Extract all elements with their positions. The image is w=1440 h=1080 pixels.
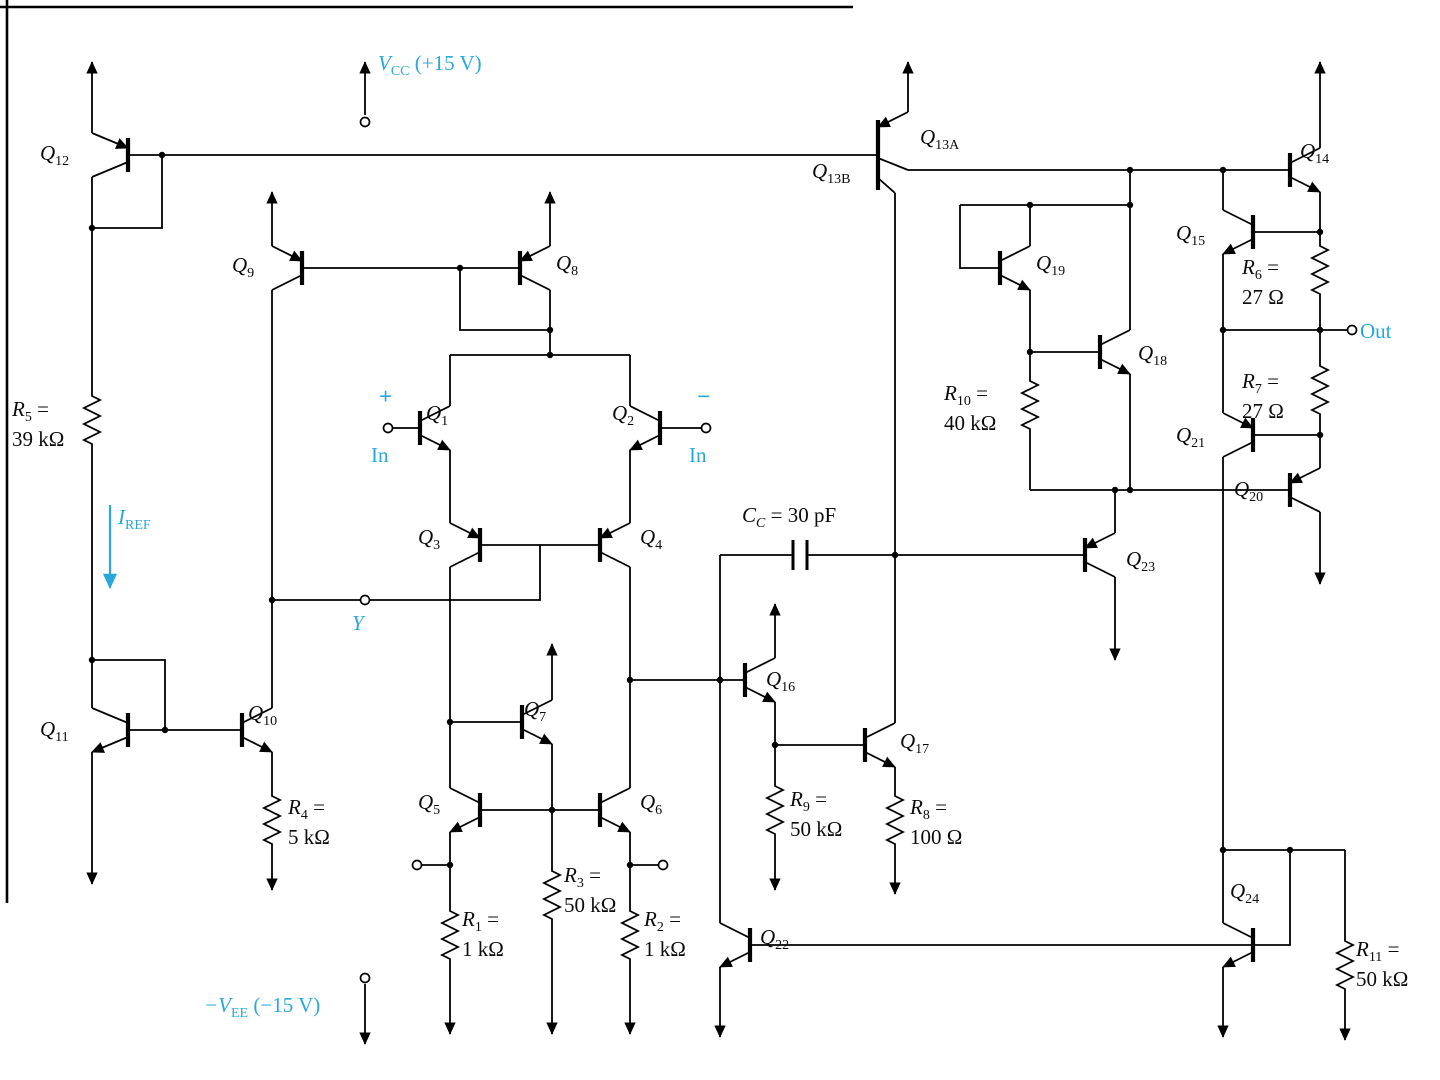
resistor-r3-symbol: [543, 864, 561, 926]
label-transistor-q24: Q24: [1230, 879, 1260, 907]
label-transistor-q10: Q10: [248, 701, 278, 729]
label-in-plus-sign: +: [379, 384, 393, 409]
transistor-q21: [1222, 412, 1256, 458]
label-transistor-q16: Q16: [766, 667, 796, 695]
resistor-r8-symbol: [886, 789, 904, 851]
y-terminal: [359, 594, 371, 606]
label-out: Out: [1360, 319, 1392, 343]
label-transistor-q12: Q12: [40, 141, 70, 169]
label-transistor-q15: Q15: [1176, 221, 1206, 249]
resistor-r10-symbol: [1021, 374, 1039, 436]
vee-terminal: [359, 972, 371, 1045]
resistor-r9-symbol: [766, 779, 784, 841]
label-transistor-q6: Q6: [640, 790, 663, 818]
out-terminal: [1346, 324, 1358, 336]
transistor-q2: [629, 405, 702, 451]
label-transistor-q9: Q9: [232, 253, 255, 281]
label-resistor-r11: R11 =50 kΩ: [1356, 937, 1409, 991]
label-resistor-r2: R2 =1 kΩ: [644, 907, 686, 961]
label-resistor-r8: R8 =100 Ω: [910, 795, 963, 849]
label-in-minus-sign: −: [697, 384, 711, 409]
label-resistor-r6: R6 =27 Ω: [1242, 255, 1284, 309]
resistor-r7-symbol: [1311, 359, 1329, 421]
transistor-q9: [266, 191, 305, 291]
label-y-node: Y: [352, 611, 364, 635]
figure-edge-lines: [0, 0, 853, 903]
transistor-q22: [719, 922, 753, 968]
label-transistor-q18: Q18: [1138, 341, 1168, 369]
transistor-q11: [91, 707, 131, 753]
transistor-q13ab: [875, 61, 914, 194]
label-resistor-r1: R1 =1 kΩ: [462, 907, 504, 961]
transistor-q20: [1287, 467, 1321, 513]
label-in-plus-word: In: [371, 443, 389, 467]
label-resistor-r7: R7 =27 Ω: [1242, 369, 1284, 423]
label-resistor-r5: R5 =39 kΩ: [12, 397, 65, 451]
label-transistor-q8: Q8: [556, 251, 579, 279]
label-transistor-q20: Q20: [1234, 477, 1264, 505]
offset-null-terminal-right: [657, 859, 669, 871]
label-transistor-q11: Q11: [40, 717, 69, 745]
resistor-r4-symbol: [263, 789, 281, 851]
transistor-q7: [519, 699, 553, 745]
label-iref: IREF: [118, 505, 151, 533]
transistor-q3: [449, 522, 483, 568]
transistor-q19: [997, 245, 1031, 291]
label-resistor-r3: R3 =50 kΩ: [564, 863, 617, 917]
offset-null-terminal-left: [411, 859, 423, 871]
transistor-q24: [1222, 922, 1256, 968]
label-transistor-q2: Q2: [612, 401, 635, 429]
resistor-r5-symbol: [83, 389, 101, 451]
input-minus-terminal: [700, 422, 712, 434]
label-transistor-q23: Q23: [1126, 547, 1156, 575]
label-resistor-r9: R9 =50 kΩ: [790, 787, 843, 841]
transistor-q8: [517, 191, 556, 291]
label-resistor-r10: R10 =40 kΩ: [944, 381, 997, 435]
resistor-r11-symbol: [1336, 934, 1354, 996]
label-transistor-q1: Q1: [426, 401, 449, 429]
transistor-q6: [597, 787, 631, 833]
capacitor-cc-symbol: [791, 540, 809, 570]
transistor-q16: [742, 657, 776, 703]
transistor-q23: [1082, 532, 1116, 578]
resistor-r2-symbol: [621, 904, 639, 966]
label-vcc: VCC (+15 V): [378, 51, 482, 79]
resistor-r1-symbol: [441, 904, 459, 966]
label-transistor-q7: Q7: [524, 697, 547, 725]
vcc-terminal: [359, 61, 371, 128]
label-transistor-q5: Q5: [418, 790, 441, 818]
transistor-q14: [1287, 147, 1321, 193]
input-plus-terminal: [382, 422, 394, 434]
transistor-q10: [239, 707, 273, 753]
transistor-q4: [597, 522, 631, 568]
label-resistor-r4: R4 =5 kΩ: [288, 795, 330, 849]
transistor-q5: [449, 787, 483, 833]
label-transistor-q13a: Q13A: [920, 125, 960, 153]
label-transistor-q21: Q21: [1176, 423, 1206, 451]
label-transistor-q22: Q22: [760, 925, 790, 953]
label-in-minus-word: In: [689, 443, 707, 467]
junction-dots-layer: [88, 151, 1324, 869]
label-transistor-q13b: Q13B: [812, 159, 851, 187]
wiring-layer: [86, 61, 1351, 1041]
label-transistor-q17: Q17: [900, 729, 930, 757]
label-transistor-q4: Q4: [640, 525, 663, 553]
resistor-r6-symbol: [1311, 239, 1329, 301]
transistor-q1: [392, 405, 451, 451]
label-transistor-q19: Q19: [1036, 251, 1066, 279]
label-vee: −VEE (−15 V): [204, 993, 321, 1021]
label-transistor-q3: Q3: [418, 525, 441, 553]
transistor-q12: [86, 61, 131, 178]
transistor-q15: [1222, 209, 1256, 255]
label-capacitor-cc: CC = 30 pF: [742, 503, 837, 531]
transistor-q18: [1097, 329, 1131, 375]
transistor-q17: [862, 722, 896, 768]
label-transistor-q14: Q14: [1300, 139, 1330, 167]
